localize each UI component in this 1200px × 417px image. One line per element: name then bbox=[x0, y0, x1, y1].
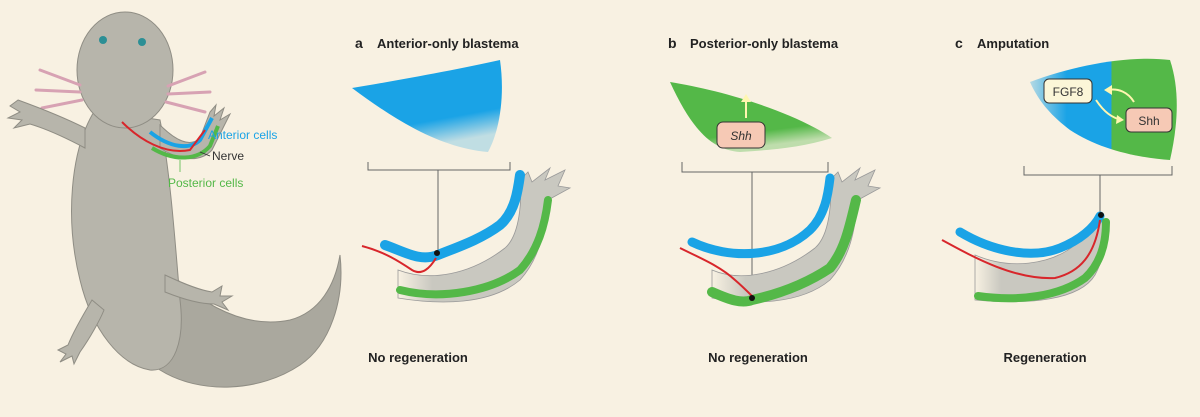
axolotl-head bbox=[76, 11, 174, 129]
fgf8-label: FGF8 bbox=[1053, 85, 1084, 99]
panel-b-shh-label: Shh bbox=[730, 129, 752, 143]
panel-c-title: Amputation bbox=[977, 36, 1049, 51]
panel-c-letter: c bbox=[955, 35, 963, 51]
panel-a-anterior-blastema bbox=[352, 60, 502, 152]
fgf8-box bbox=[1043, 78, 1093, 104]
axolotl-eye-right bbox=[138, 38, 146, 46]
panel-b-letter: b bbox=[668, 35, 677, 51]
panel-c-shh-box bbox=[1125, 107, 1173, 133]
panel-c: c Amputation FGF8 Shh Regeneration bbox=[941, 35, 1177, 365]
panel-c-bracket bbox=[1023, 166, 1173, 214]
panel-a-limb bbox=[361, 166, 572, 303]
panel-a-title: Anterior-only blastema bbox=[377, 36, 519, 51]
axolotl-limb-anterior-layer bbox=[148, 117, 214, 149]
panel-c-shh-label: Shh bbox=[1138, 114, 1159, 128]
axolotl-eye-left bbox=[99, 36, 107, 44]
fgf8-to-shh-arrowhead bbox=[1116, 115, 1124, 124]
axolotl-limb-nerve bbox=[121, 121, 206, 152]
axolotl-hind-left-limb bbox=[56, 299, 105, 366]
axolotl-gills-left bbox=[34, 68, 84, 110]
panel-b-shh-box bbox=[716, 121, 766, 149]
shh-to-fgf8-arrowhead bbox=[1104, 85, 1112, 95]
panel-b-title: Posterior-only blastema bbox=[690, 36, 839, 51]
legend-posterior-cells: Posterior cells bbox=[168, 176, 243, 190]
axolotl-front-left-limb bbox=[6, 99, 86, 149]
axolotl-illustration: Anterior cells Nerve Posterior cells bbox=[6, 11, 342, 388]
legend-anterior-cells: Anterior cells bbox=[208, 128, 277, 142]
panel-c-result: Regeneration bbox=[1003, 350, 1086, 365]
panel-b-limb bbox=[679, 166, 882, 307]
legend-nerve: Nerve bbox=[212, 149, 244, 163]
panel-a-letter: a bbox=[355, 35, 363, 51]
panel-a-result: No regeneration bbox=[368, 350, 468, 365]
axolotl-gills-right bbox=[164, 70, 212, 114]
legend-nerve-pointer bbox=[199, 151, 211, 157]
panel-b-result: No regeneration bbox=[708, 350, 808, 365]
panel-b-posterior-blastema bbox=[670, 82, 832, 152]
panel-a-bracket bbox=[367, 162, 511, 250]
axolotl-limb-posterior-layer bbox=[150, 125, 220, 160]
panel-a: a Anterior-only blastema No regeneration bbox=[352, 35, 572, 365]
panel-b-arrowhead bbox=[741, 94, 751, 102]
panel-c-limb bbox=[941, 211, 1110, 303]
axolotl-body bbox=[71, 109, 182, 371]
axolotl-hind-right-limb bbox=[164, 274, 234, 312]
panel-b: b Posterior-only blastema Shh No regener… bbox=[668, 35, 882, 365]
